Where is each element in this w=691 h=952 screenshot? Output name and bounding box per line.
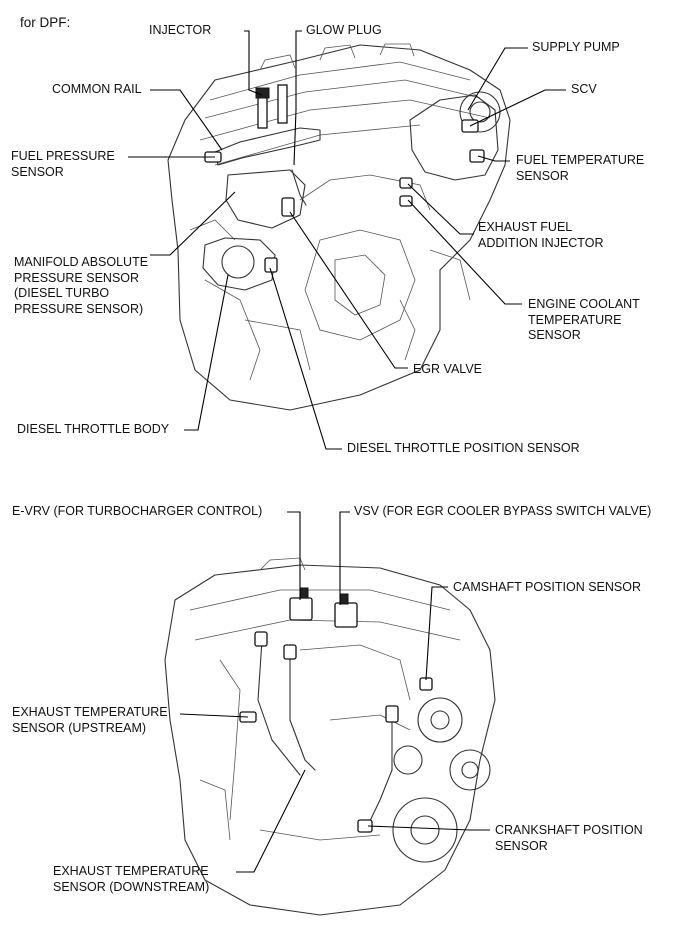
e-vrv-label: E-VRV (FOR TURBOCHARGER CONTROL) (12, 504, 263, 518)
manifold-absolute-pressure-sensor-label: MANIFOLD ABSOLUTE PRESSURE SENSOR (DIESE… (14, 255, 149, 316)
bottom-leader-lines (179, 511, 490, 873)
vsv-label: VSV (FOR EGR COOLER BYPASS SWITCH VALVE) (354, 504, 652, 518)
exhaust-temperature-sensor-downstream-label: EXHAUST TEMPERATURE SENSOR (DOWNSTREAM) (53, 864, 210, 894)
camshaft-position-sensor-label: CAMSHAFT POSITION SENSOR (453, 580, 641, 594)
glow-plug-label: GLOW PLUG (306, 23, 382, 37)
top-engine-drawing (167, 43, 511, 411)
common-rail-label: COMMON RAIL (52, 82, 142, 96)
exhaust-temperature-sensor-upstream-label: EXHAUST TEMPERATURE SENSOR (UPSTREAM) (12, 705, 168, 735)
injector-label: INJECTOR (149, 23, 212, 37)
diesel-throttle-position-sensor-label: DIESEL THROTTLE POSITION SENSOR (347, 441, 580, 455)
fuel-pressure-sensor-label: FUEL PRESSURE SENSOR (11, 149, 115, 179)
diesel-throttle-body-label: DIESEL THROTTLE BODY (17, 422, 170, 436)
fuel-temperature-sensor-label: FUEL TEMPERATURE SENSOR (516, 153, 645, 183)
supply-pump-label: SUPPLY PUMP (532, 40, 620, 54)
exhaust-fuel-addition-injector-label: EXHAUST FUEL ADDITION INJECTOR (478, 220, 604, 250)
crankshaft-position-sensor-label: CRANKSHAFT POSITION SENSOR (495, 823, 643, 853)
scv-label: SCV (571, 82, 597, 96)
egr-valve-label: EGR VALVE (413, 362, 483, 376)
bottom-engine-drawing (164, 557, 496, 916)
top-leader-lines (128, 30, 566, 450)
page-title: for DPF: (20, 15, 71, 30)
engine-coolant-temperature-sensor-label: ENGINE COOLANT TEMPERATURE SENSOR (528, 297, 640, 342)
